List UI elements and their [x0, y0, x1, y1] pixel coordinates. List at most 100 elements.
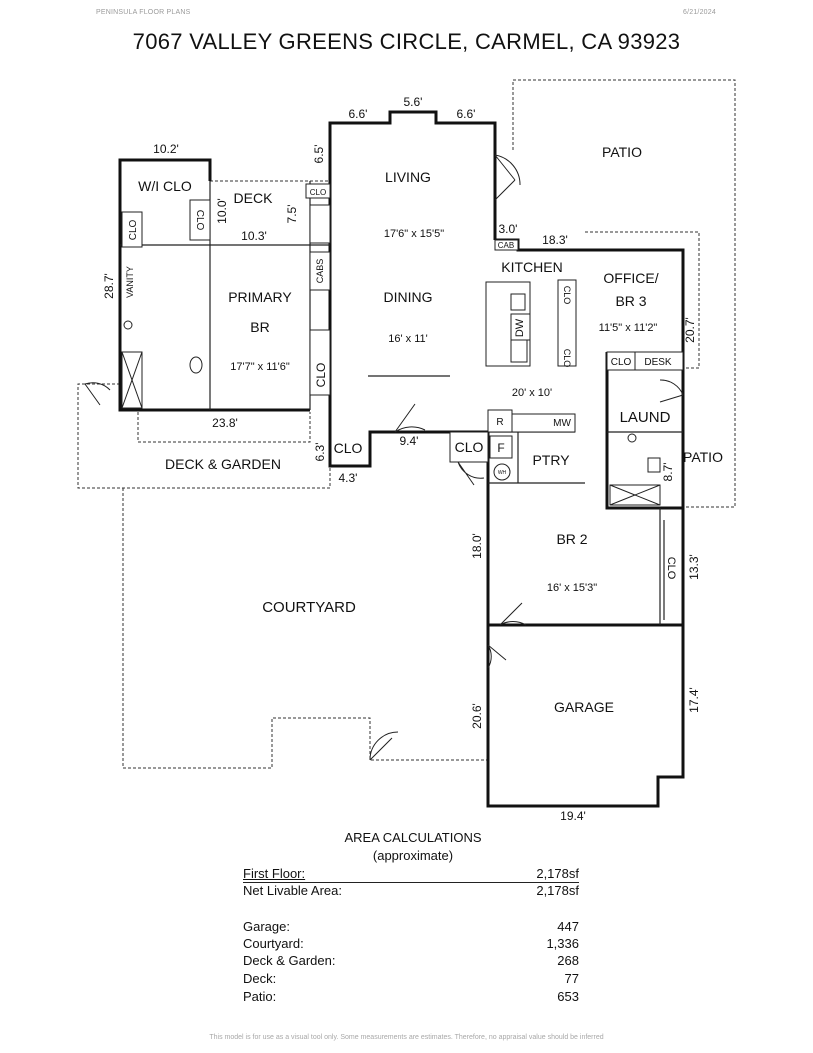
dim-kitchen: 20' x 10': [512, 387, 552, 399]
courtyard-outline: [122, 488, 488, 769]
mw-box: [511, 413, 576, 433]
label-cabs: CABS: [315, 259, 325, 284]
dim-6-5: 6.5': [312, 145, 326, 164]
laund-shower-x2: [609, 484, 661, 506]
clo-hall-box: [449, 431, 489, 463]
label-mw: MW: [553, 418, 571, 429]
disclaimer: This model is for use as a visual tool o…: [209, 1034, 604, 1041]
door-courtyard: [369, 731, 399, 761]
office-patio-outline: [585, 231, 700, 369]
room-labels: PATIO LIVING KITCHEN DINING W/I CLO DECK…: [138, 144, 723, 715]
dim-7-5: 7.5': [285, 205, 299, 224]
area-row: Deck & Garden: 268: [243, 953, 579, 969]
door-deck-garden: [84, 382, 111, 406]
room-dim-labels: 17'6" x 15'5" 16' x 11' 20' x 10' 17'7" …: [230, 228, 657, 594]
area-row-value: 2,178sf: [536, 883, 579, 898]
room-label-living: LIVING: [385, 169, 431, 185]
area-row-value: 268: [557, 953, 579, 968]
sink-kitchen: [510, 293, 526, 311]
area-row-value: 77: [564, 971, 579, 986]
room-label-br3: BR 3: [615, 293, 646, 309]
dimension-labels: 6.6' 5.6' 6.6' 10.2' 10.3' 3.0' 18.3' 23…: [102, 95, 701, 823]
area-row: Courtyard: 1,336: [243, 936, 579, 952]
cab-box: [494, 239, 519, 251]
sink-laund: [627, 433, 637, 443]
area-row-value: 447: [557, 919, 579, 934]
doors: [84, 154, 684, 761]
area-title: AREA CALCULATIONS: [344, 830, 482, 845]
dim-20-7: 20.7': [683, 317, 697, 343]
dim-6-6-a: 6.6': [349, 107, 368, 121]
room-label-dining: DINING: [384, 289, 433, 305]
area-row: Garage: 447: [243, 919, 579, 935]
patio-top-outline: [512, 79, 736, 508]
sink-primary: [123, 320, 133, 330]
label-clo-wi: CLO: [128, 219, 139, 240]
dim-living: 17'6" x 15'5": [384, 228, 444, 240]
area-row-label: Net Livable Area:: [243, 883, 343, 898]
label-clo-laund: CLO: [611, 357, 632, 368]
clo-wi-box: [121, 211, 143, 248]
deck-garden-outline: [77, 383, 331, 489]
room-label-patio-right: PATIO: [683, 449, 723, 465]
room-label-kitchen: KITCHEN: [501, 259, 562, 275]
room-label-br2: BR 2: [556, 531, 587, 547]
label-clo-primary: CLO: [314, 363, 328, 388]
clo-primary-box: [309, 329, 331, 396]
room-label-ptry: PTRY: [532, 452, 570, 468]
laundry-wall: [605, 352, 683, 510]
dim-6-3: 6.3': [313, 443, 327, 462]
label-r: R: [496, 417, 503, 428]
interior-lines: [120, 181, 683, 625]
dim-23-8: 23.8': [212, 416, 238, 430]
outdoor-outlines: [77, 79, 736, 769]
area-row-value: 1,336: [546, 936, 579, 951]
dim-4-3: 4.3': [339, 471, 358, 485]
dim-office: 11'5" x 11'2": [599, 322, 658, 334]
dim-20-6: 20.6': [470, 703, 484, 729]
label-desk: DESK: [644, 357, 672, 368]
room-label-wi-clo: W/I CLO: [138, 178, 192, 194]
dim-br2: 16' x 15'3": [547, 582, 597, 594]
deck-garden-inner: [137, 412, 311, 443]
label-clo-deck: CLO: [194, 210, 205, 231]
area-row-label: Deck:: [243, 971, 277, 986]
area-subtitle: (approximate): [372, 848, 454, 863]
dim-19-4: 19.4': [560, 809, 586, 823]
label-clo-br2: CLO: [665, 557, 677, 580]
label-clo-living: CLO: [310, 188, 326, 197]
cooktop: [510, 339, 528, 363]
fixture-labels: CLO CAB R MW F WH CLO DESK CLO CLO CABS …: [125, 188, 677, 580]
dim-3-0: 3.0': [499, 222, 518, 236]
courtyard-wall: [328, 430, 685, 808]
room-label-laund: LAUND: [620, 409, 671, 426]
label-vanity: VANITY: [125, 266, 135, 298]
toilet-primary: [189, 356, 203, 374]
dim-primary: 17'7" x 11'6": [230, 361, 290, 373]
dim-10-2: 10.2': [153, 142, 179, 156]
dim-13-3: 13.3': [687, 554, 701, 580]
room-label-garage: GARAGE: [554, 699, 614, 715]
area-row: First Floor: 2,178sf: [243, 866, 579, 883]
desk-box: [634, 351, 684, 371]
dim-10-0: 10.0': [215, 198, 229, 224]
area-row-label: Garage:: [243, 919, 290, 934]
toilet-laund: [647, 457, 661, 473]
dim-6-6-b: 6.6': [457, 107, 476, 121]
label-dw: DW: [514, 318, 526, 337]
door-hall: [457, 461, 485, 486]
room-label-primary: PRIMARY: [228, 289, 292, 305]
water-heater: [493, 463, 511, 481]
room-label-office: OFFICE/: [603, 270, 658, 286]
area-row-label: Patio:: [243, 989, 277, 1004]
area-row-label: First Floor:: [243, 866, 306, 881]
label-f: F: [497, 441, 504, 455]
area-row: Deck: 77: [243, 971, 579, 987]
label-wh: WH: [498, 470, 507, 476]
furnace-box: [489, 435, 513, 459]
dim-28-7: 28.7': [102, 273, 116, 299]
room-label-deck-garden: DECK & GARDEN: [165, 456, 281, 472]
door-patio: [494, 154, 521, 201]
area-row: Patio: 653: [243, 989, 579, 1005]
